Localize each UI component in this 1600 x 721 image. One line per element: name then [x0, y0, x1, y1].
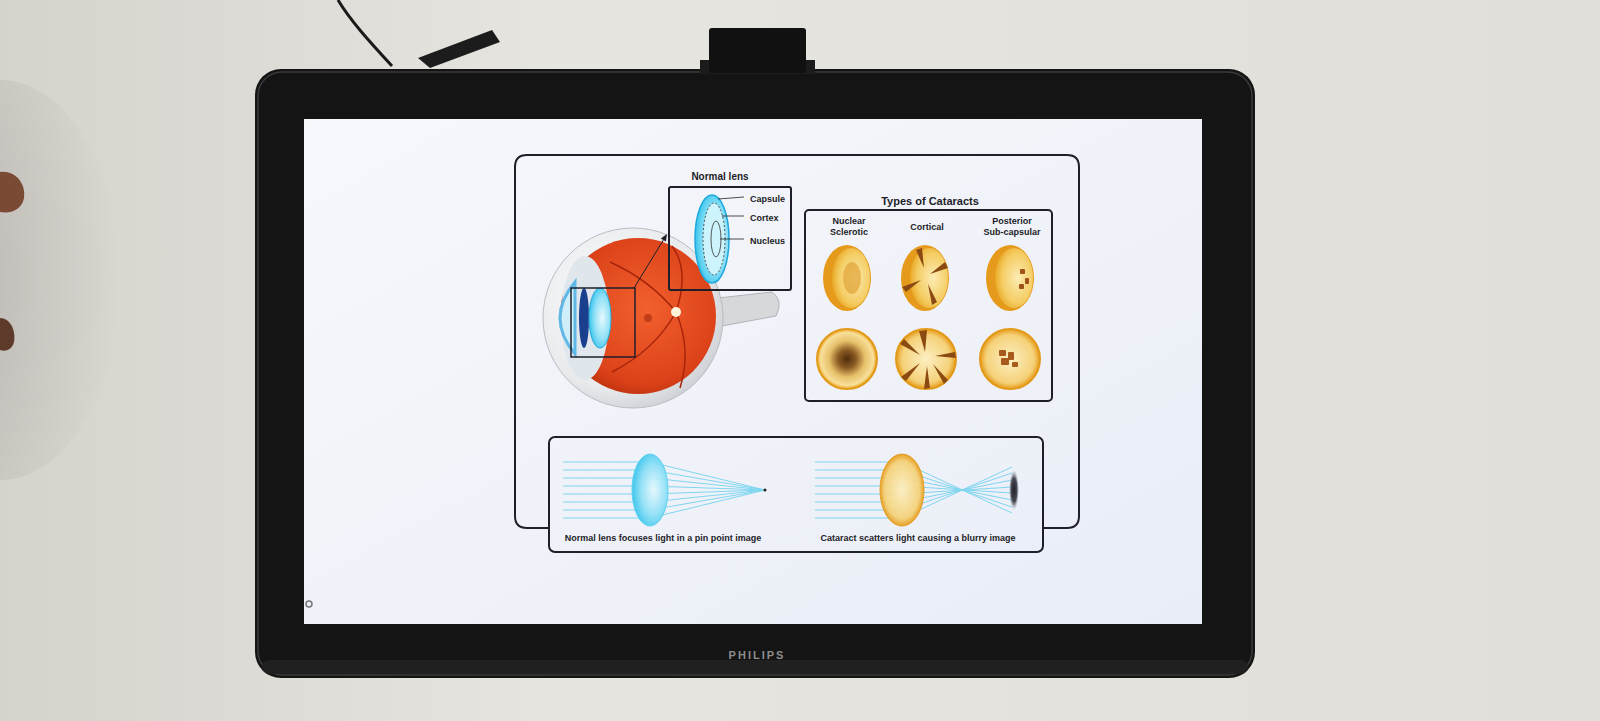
eye-illustration — [589, 288, 611, 348]
nuclear-sclerotic-figure — [823, 245, 871, 311]
normal-focus-figure — [764, 489, 767, 492]
text-line: Posterior — [983, 216, 1040, 227]
cataract-scatter-figure — [1009, 470, 1019, 510]
retina — [644, 314, 652, 322]
cortical-figure — [902, 280, 921, 292]
cortical-figure — [896, 329, 956, 389]
part-label: Cortex — [750, 213, 779, 224]
posterior-subcapsular-figure — [1019, 284, 1024, 289]
monitor-bezel — [262, 660, 1248, 674]
posterior-subcapsular-figure — [1012, 362, 1018, 367]
cortical-figure — [901, 363, 920, 381]
cortical-figure — [901, 245, 949, 311]
webcam — [709, 28, 806, 73]
nuclear-sclerotic-figure — [817, 329, 877, 389]
eye-illustration — [543, 228, 779, 408]
cortical-figure — [935, 352, 956, 358]
text-line: Nuclear — [830, 216, 868, 227]
heading: Types of Cataracts — [881, 195, 979, 208]
column-label: Nuclear Sclerotic — [830, 216, 868, 238]
screen — [306, 601, 312, 607]
posterior-subcapsular-figure — [1020, 269, 1025, 274]
cable — [338, 0, 392, 66]
part-label: Capsule — [750, 194, 785, 205]
caption-text: Cataract scatters light causing a blurry… — [820, 533, 1015, 544]
normal-lens-figure — [695, 195, 744, 283]
screen — [304, 119, 1202, 624]
retina — [610, 262, 676, 312]
eye-illustration — [579, 288, 589, 348]
retina — [676, 312, 685, 388]
retina — [672, 246, 682, 312]
normal-lens-figure — [711, 221, 721, 257]
inset-box: Normal lensCapsuleCortexNucleus — [668, 186, 792, 291]
wall — [0, 172, 24, 213]
normal-lens-figure — [722, 216, 744, 217]
posterior-subcapsular-figure — [980, 245, 1040, 389]
normal-lens-figure — [720, 239, 744, 240]
text-line: Sclerotic — [830, 227, 868, 238]
posterior-subcapsular-figure — [1025, 278, 1029, 284]
optics-box: Normal lens focuses light in a pin point… — [548, 436, 1044, 553]
eye-illustration — [571, 288, 635, 357]
part-label: Nucleus — [750, 236, 785, 247]
retina — [671, 307, 681, 317]
cortical-figure — [928, 284, 937, 305]
normal-focus-figure — [632, 454, 668, 526]
brand-label: PHILIPS — [729, 649, 786, 661]
monitor-bezel — [255, 69, 1255, 678]
caption-text: Normal lens focuses light in a pin point… — [565, 533, 762, 544]
cortical-figure — [916, 248, 924, 268]
cable — [338, 0, 500, 68]
wall — [0, 80, 120, 480]
cortical-figure — [930, 262, 948, 274]
webcam — [700, 28, 815, 74]
posterior-subcapsular-figure — [980, 329, 1040, 389]
column-label: Posterior Sub-capsular — [983, 216, 1040, 238]
outer-frame — [515, 155, 1079, 528]
nuclear-sclerotic-figure — [817, 245, 877, 389]
retina — [560, 238, 716, 394]
screen — [304, 119, 1202, 624]
retina — [560, 238, 716, 394]
nuclear-sclerotic-figure — [843, 262, 861, 294]
eye-illustration — [560, 282, 575, 354]
heading: Normal lens — [691, 171, 748, 183]
posterior-subcapsular-figure — [995, 248, 1033, 308]
cortical-figure — [900, 339, 920, 355]
posterior-subcapsular-figure — [1001, 358, 1009, 365]
outer-frame — [515, 155, 1079, 528]
eye-illustration — [661, 234, 667, 242]
cable — [418, 30, 500, 68]
nuclear-sclerotic-figure — [832, 248, 870, 308]
posterior-subcapsular-figure — [999, 350, 1006, 356]
cortical-figure — [924, 366, 930, 389]
wall — [0, 318, 14, 351]
cortical-figure — [896, 245, 956, 389]
column-label: Cortical — [910, 222, 944, 233]
cortical-figure — [933, 364, 948, 384]
retina — [612, 312, 676, 372]
cortical-figure — [910, 248, 948, 308]
cortical-figure — [919, 330, 927, 352]
normal-focus-figure — [563, 454, 767, 526]
normal-lens-figure — [718, 197, 744, 199]
cataract-scatter-figure — [815, 454, 1019, 526]
text-line: Cortical — [910, 222, 944, 233]
eye-illustration — [634, 239, 664, 288]
posterior-subcapsular-figure — [986, 245, 1034, 311]
monitor-bezel — [255, 69, 1255, 678]
types-box: Types of CataractsNuclear ScleroticCorti… — [804, 209, 1053, 402]
text-line: Sub-capsular — [983, 227, 1040, 238]
monitor-bezel — [258, 72, 1252, 675]
cataract-scatter-figure — [880, 454, 924, 526]
